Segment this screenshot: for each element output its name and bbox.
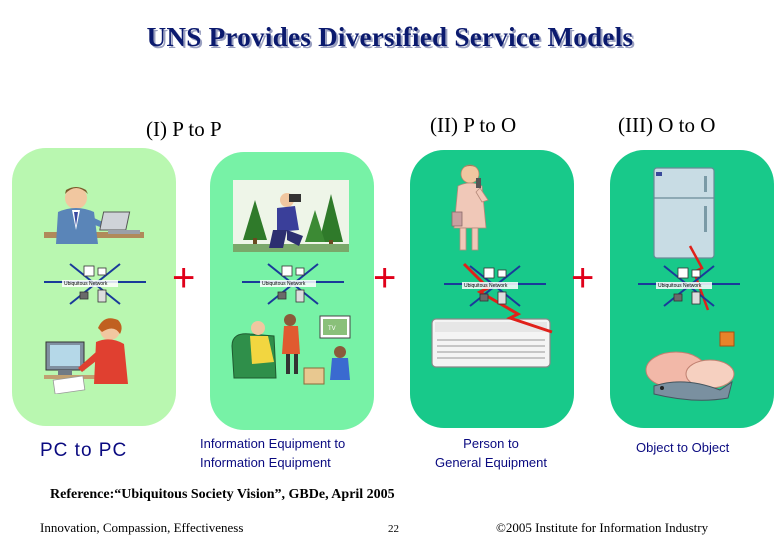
caption-info-equipment-line2: Information Equipment: [200, 455, 331, 470]
model-label-p-to-o: (II) P to O: [430, 113, 517, 137]
network-label-2: Ubiquitous Network: [262, 281, 306, 287]
seafood-illustration: [645, 331, 735, 401]
caption-person-general-line1: Person to: [463, 436, 519, 451]
reference-text: Reference:“Ubiquitous Society Vision”, G…: [50, 487, 395, 502]
network-hub-3: Ubiquitous Network: [440, 262, 550, 310]
caption-info-equipment: Information Equipment to Information Equ…: [200, 434, 345, 472]
footer-page-number: 22: [388, 523, 399, 535]
network-label-3: Ubiquitous Network: [464, 283, 508, 289]
woman-computer-illustration: [44, 318, 128, 394]
model-label-o-to-o: (III) O to O: [618, 113, 716, 137]
network-label-4: Ubiquitous Network: [658, 283, 702, 289]
svg-text:TV: TV: [328, 326, 336, 332]
caption-pc-to-pc: PC to PC: [40, 440, 128, 461]
plus-sign-3: +: [571, 256, 595, 300]
footer-motto: Innovation, Compassion, Effectiveness: [40, 520, 244, 535]
model-label-p-to-p: (I) P to P: [146, 117, 222, 141]
caption-person-general: Person to General Equipment: [428, 434, 554, 472]
network-hub-2: Ubiquitous Network: [238, 260, 348, 308]
network-hub-4: Ubiquitous Network: [634, 262, 744, 310]
caption-person-general-line2: General Equipment: [434, 455, 547, 470]
network-hub-1-icon: [44, 263, 146, 305]
network-label-1: Ubiquitous Network: [64, 281, 108, 287]
network-hub-2-icon: [242, 263, 344, 305]
office-worker-laptop-illustration: [44, 187, 144, 244]
woman-phone-illustration: [451, 164, 489, 251]
caption-info-equipment-line1: Information Equipment to: [200, 436, 346, 451]
page-title-shadow: UNS Provides Diversified Service Models: [148, 24, 636, 54]
plus-sign-1: +: [172, 256, 196, 300]
caption-object-to-object: Object to Object: [636, 440, 730, 455]
network-hub-3-icon: [444, 265, 546, 307]
page-title: UNS Provides Diversified Service Models: [146, 22, 634, 52]
network-hub-4-icon: [638, 265, 740, 307]
air-conditioner-illustration: [431, 318, 551, 368]
refrigerator-illustration: [653, 167, 715, 259]
hiker-binoculars-illustration: [233, 180, 349, 252]
plus-sign-2: +: [373, 256, 397, 300]
family-living-room-illustration: TV: [231, 314, 351, 385]
network-hub-1: Ubiquitous Network: [40, 260, 150, 308]
footer-copyright: ©2005 Institute for Information Industry: [496, 520, 709, 535]
